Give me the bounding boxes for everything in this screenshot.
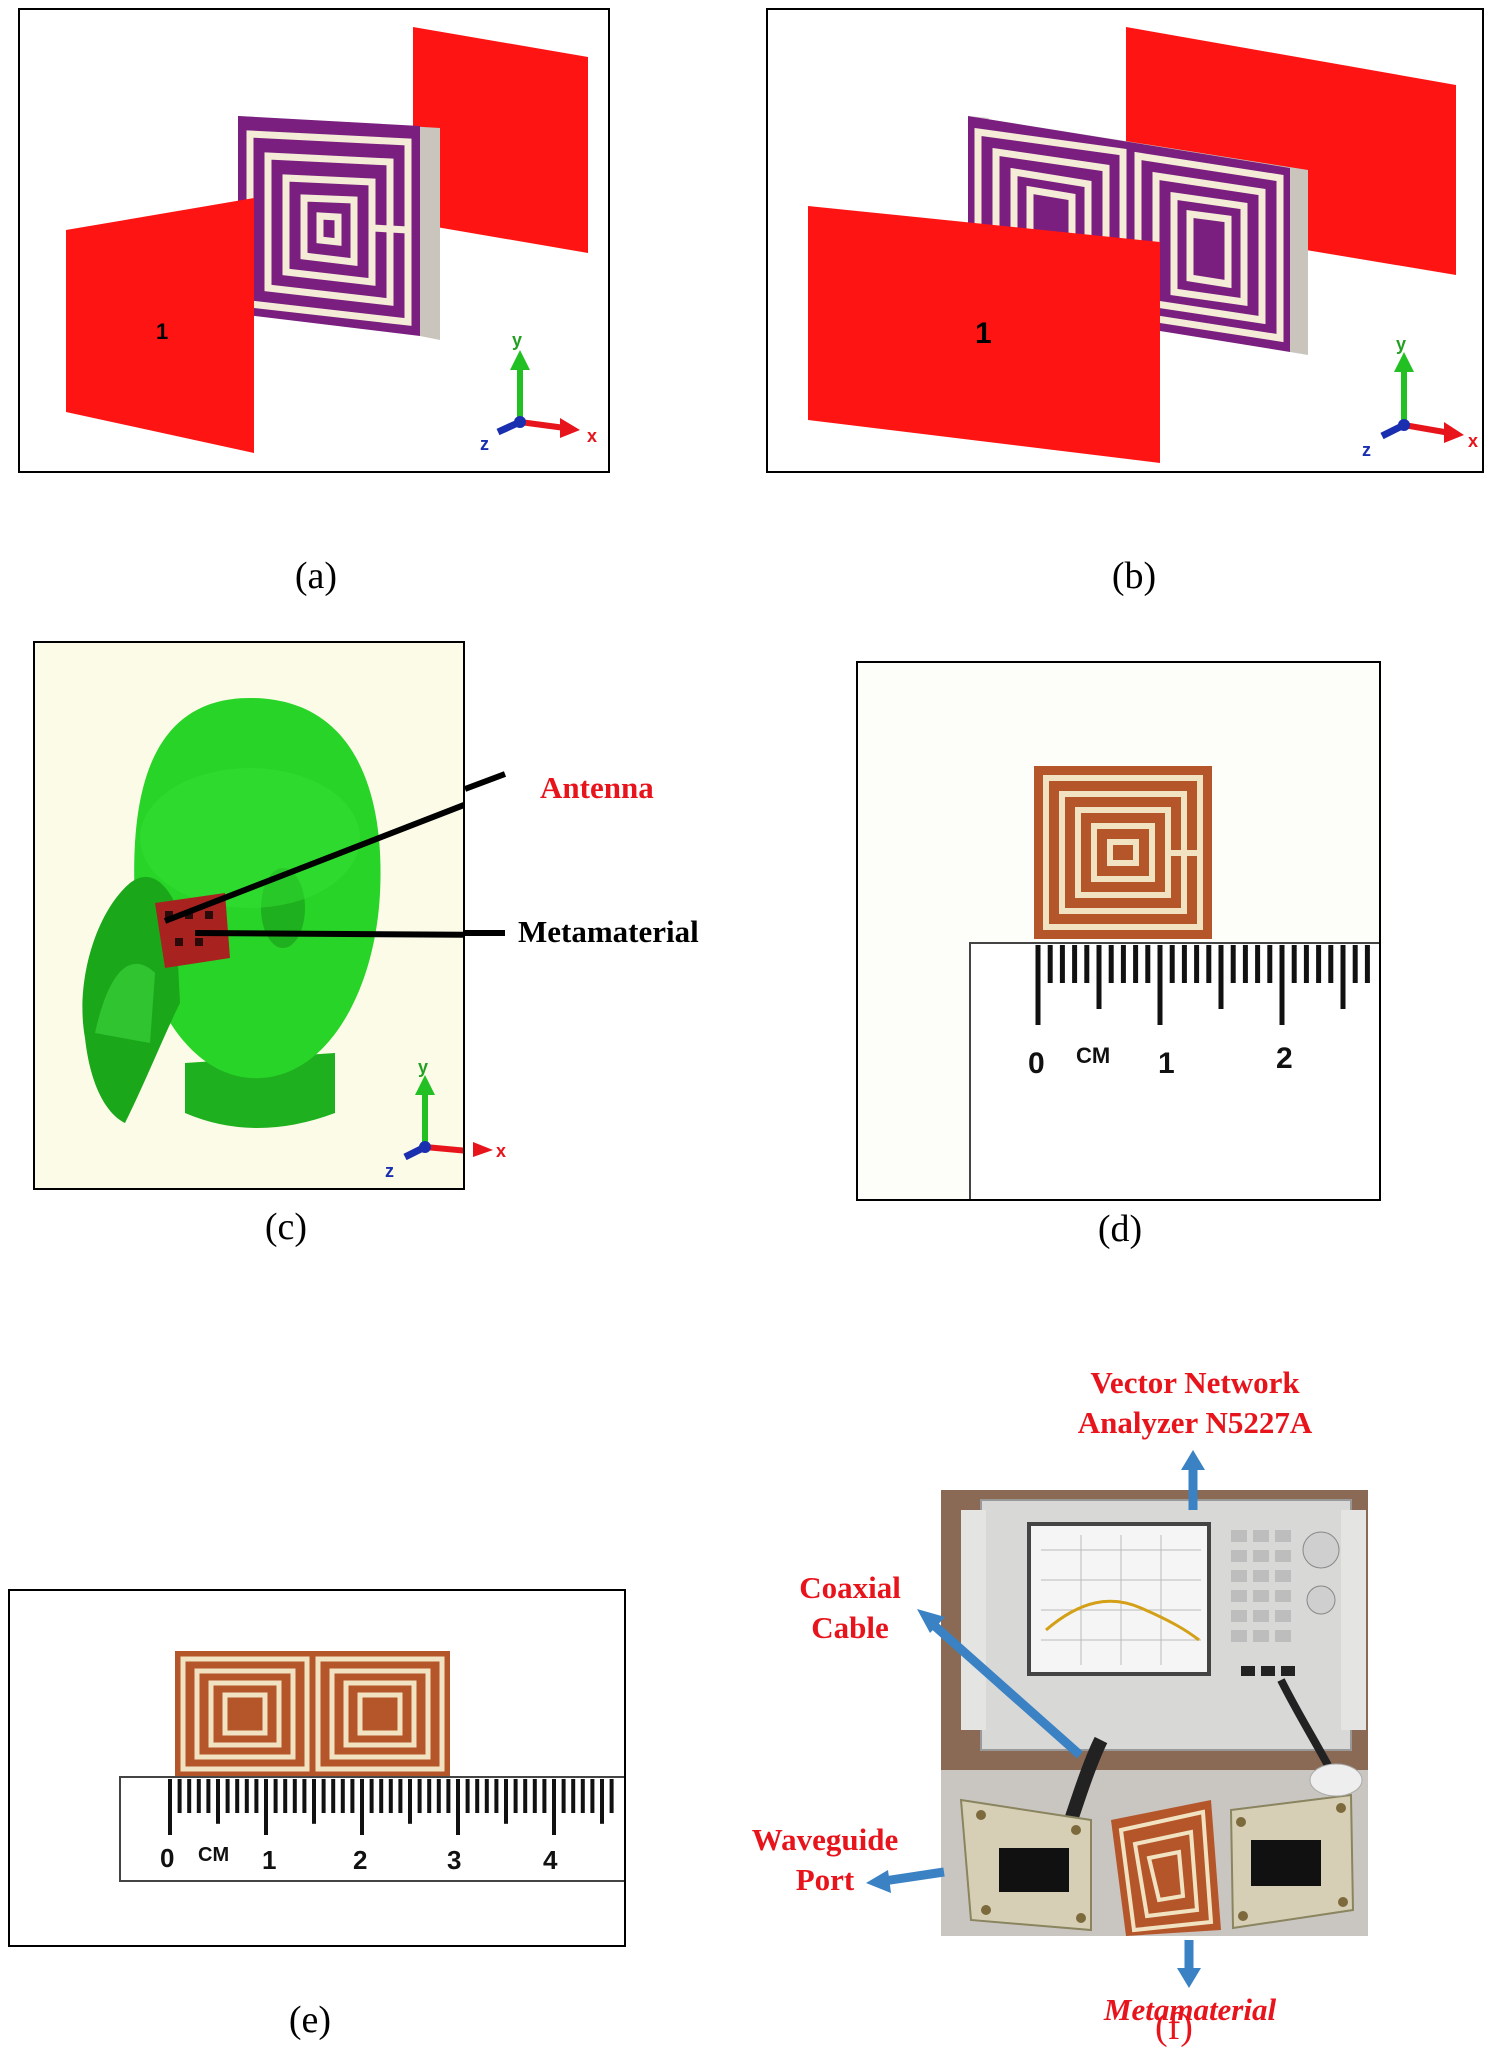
metamaterial-label-c: Metamaterial — [518, 914, 699, 949]
ruler-number: 3 — [447, 1845, 461, 1875]
panel-c-figure: y z — [82, 698, 463, 1181]
panel-a-figure: 1 y x z — [66, 27, 597, 454]
vna-label-line1: Vector Network — [1090, 1365, 1300, 1400]
vector-network-analyzer — [961, 1499, 1366, 1751]
panel-b-figure: 1 y x z — [808, 27, 1478, 463]
axis-triad: y x z — [1362, 334, 1478, 460]
caption-f: (f) — [1155, 2006, 1193, 2048]
port-plane-front — [808, 206, 1160, 463]
port-plane-front — [66, 198, 254, 453]
svg-text:y: y — [418, 1057, 428, 1077]
waveguide-label-line2: Port — [795, 1862, 855, 1897]
ruler-unit: CM — [1076, 1043, 1110, 1068]
waveguide-label-line1: Waveguide — [751, 1822, 899, 1857]
waveguide-port-left — [959, 1798, 1092, 1932]
metamaterial-arrow — [1177, 1940, 1201, 1988]
panel-b: 1 y x z — [766, 8, 1484, 473]
coaxial-cable — [1064, 1736, 1108, 1823]
port-number: 1 — [975, 317, 992, 350]
caption-d: (d) — [1097, 1208, 1143, 1250]
phone-with-metamaterial — [155, 893, 230, 968]
ruler-unit: CM — [198, 1844, 229, 1866]
antenna-label: Antenna — [540, 770, 654, 805]
caption-c: (c) — [264, 1206, 308, 1248]
svg-text:y: y — [512, 330, 522, 350]
ruler-number: 0 — [1028, 1047, 1045, 1080]
fabricated-unit-cell — [1034, 766, 1212, 939]
coax-label-line2: Cable — [811, 1610, 889, 1645]
svg-text:z: z — [1362, 440, 1371, 460]
axis-triad: y x z — [480, 330, 597, 454]
panel-d: 0 CM 1 2 — [856, 661, 1381, 1201]
svg-text:x: x — [1468, 431, 1478, 451]
panel-c: y z — [33, 641, 465, 1190]
waveguide-label: Waveguide Port — [740, 1820, 910, 1900]
svg-text:y: y — [1396, 334, 1406, 354]
vna-label: Vector Network Analyzer N5227A — [1050, 1363, 1340, 1443]
ruler-number: 2 — [1276, 1042, 1293, 1075]
vna-label-line2: Analyzer N5227A — [1077, 1405, 1313, 1440]
panel-e-figure: 0 CM 1 2 3 4 — [119, 1651, 624, 1882]
hand-phantom — [82, 876, 180, 1123]
axis-triad: y z — [385, 1057, 463, 1181]
ruler: 0 CM 1 2 3 4 — [119, 1776, 624, 1882]
metamaterial-sample — [1111, 1800, 1221, 1936]
coax-label-line1: Coaxial — [799, 1570, 901, 1605]
svg-text:z: z — [480, 434, 489, 454]
caption-e: (e) — [288, 1999, 332, 2041]
antenna-pointer-line — [163, 802, 463, 924]
ruler-number: 4 — [543, 1845, 558, 1875]
waveguide-port-right — [1229, 1793, 1355, 1930]
coax-label: Coaxial Cable — [780, 1568, 920, 1648]
panel-d-figure: 0 CM 1 2 — [969, 766, 1379, 1199]
metamaterial-label-f: Metamaterial — [1103, 1992, 1277, 2027]
ruler-number: 2 — [353, 1845, 367, 1875]
svg-text:x: x — [496, 1141, 506, 1161]
ruler: 0 CM 1 2 — [969, 942, 1379, 1199]
ruler-number: 1 — [262, 1845, 276, 1875]
ruler-number: 1 — [1158, 1047, 1175, 1080]
metamaterial-pointer-line — [194, 930, 463, 938]
port-plane-back — [413, 27, 588, 253]
caption-a: (a) — [294, 555, 338, 597]
panel-f-photo — [941, 1490, 1368, 1936]
panel-e: 0 CM 1 2 3 4 — [8, 1589, 626, 1947]
fabricated-supercell — [175, 1651, 450, 1777]
port-number: 1 — [156, 319, 168, 344]
svg-text:x: x — [587, 426, 597, 446]
panel-a: 1 y x z — [18, 8, 610, 473]
panel-f-figure — [941, 1490, 1368, 1936]
caption-b: (b) — [1111, 555, 1157, 597]
ruler-number: 0 — [160, 1843, 174, 1873]
svg-text:z: z — [385, 1161, 394, 1181]
